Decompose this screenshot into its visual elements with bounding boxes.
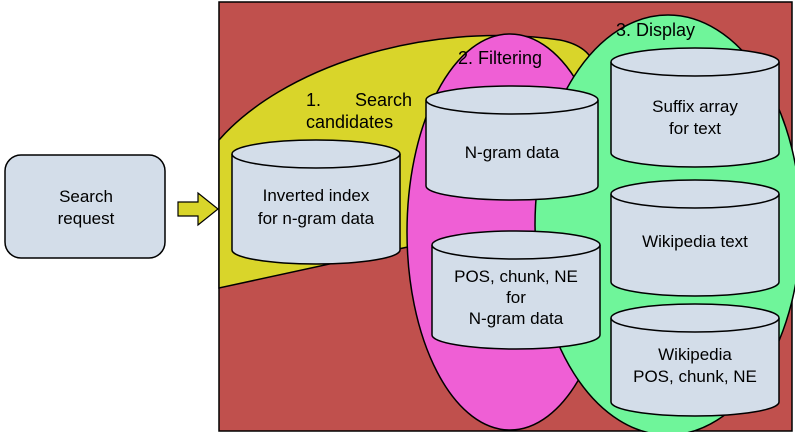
search-request-box: Search request bbox=[4, 154, 166, 259]
ngram-data-line1: N-gram data bbox=[465, 143, 560, 162]
search-candidates-label: 1. Search candidates bbox=[306, 90, 412, 132]
inverted-index-cylinder: Inverted index for n-gram data bbox=[231, 139, 401, 265]
wikipedia-pos-line2: POS, chunk, NE bbox=[633, 367, 757, 386]
inverted-index-line2: for n-gram data bbox=[258, 209, 375, 228]
pos-ngram-line1: POS, chunk, NE bbox=[454, 267, 578, 286]
wikipedia-pos-cylinder: Wikipedia POS, chunk, NE bbox=[610, 303, 780, 417]
pos-ngram-line2: for bbox=[506, 288, 526, 307]
ngram-data-cylinder: N-gram data bbox=[425, 85, 599, 201]
pos-ngram-line3: N-gram data bbox=[469, 309, 564, 328]
suffix-array-line1: Suffix array bbox=[652, 97, 738, 116]
search-request-line2: request bbox=[58, 209, 115, 228]
request-arrow bbox=[177, 191, 219, 227]
search-candidates-label-num: 1. bbox=[306, 90, 321, 110]
wikipedia-text-line1: Wikipedia text bbox=[642, 232, 748, 251]
wikipedia-pos-line1: Wikipedia bbox=[658, 345, 732, 364]
wikipedia-text-cylinder: Wikipedia text bbox=[610, 179, 780, 297]
pos-ngram-cylinder: POS, chunk, NE for N-gram data bbox=[431, 230, 601, 350]
suffix-array-line2: for text bbox=[669, 119, 721, 138]
search-candidates-label-line2: candidates bbox=[306, 112, 393, 132]
suffix-array-cylinder: Suffix array for text bbox=[610, 47, 780, 168]
search-candidates-label-word: Search bbox=[355, 90, 412, 110]
filtering-label: 2. Filtering bbox=[458, 48, 542, 68]
search-request-line1: Search bbox=[59, 187, 113, 206]
inverted-index-line1: Inverted index bbox=[263, 186, 370, 205]
display-label: 3. Display bbox=[616, 20, 695, 40]
